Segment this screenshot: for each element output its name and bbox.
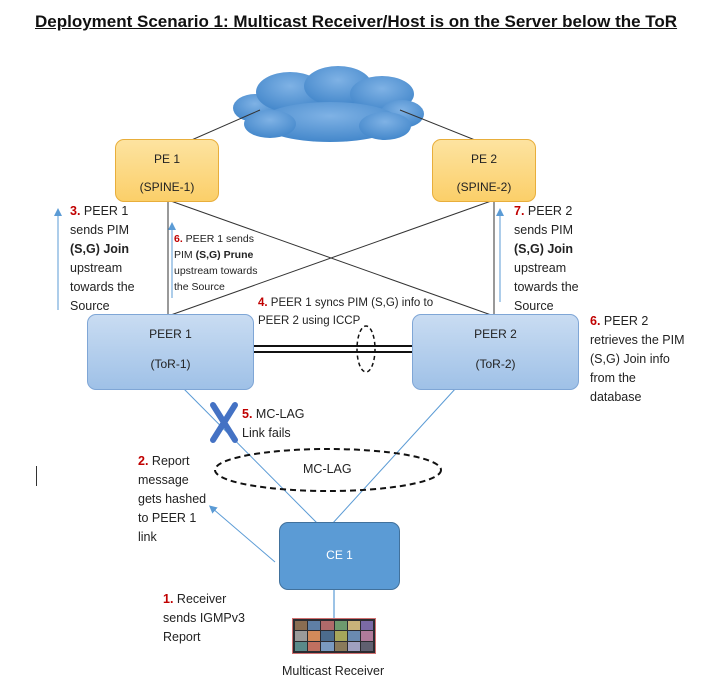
- mclag-label: MC-LAG: [303, 462, 352, 476]
- step6a-text-a: PEER 1 sends: [182, 233, 254, 245]
- node-peer1-role: (ToR-1): [150, 357, 191, 371]
- step7-text-f: Source: [514, 299, 554, 313]
- node-pe1-name: PE 1: [153, 152, 180, 166]
- step6b-note: 6. PEER 2 retrieves the PIM (S,G) Join i…: [590, 312, 684, 407]
- node-peer2: PEER 2 (ToR-2): [412, 314, 579, 390]
- step7-text-d: upstream: [514, 261, 567, 275]
- node-peer2-name: PEER 2: [474, 327, 517, 341]
- step2-text-b: message: [138, 473, 189, 487]
- step4-note: 4. PEER 1 syncs PIM (S,G) info to PEER 2…: [258, 294, 433, 330]
- step5-text-a: MC-LAG: [252, 407, 305, 421]
- text-cursor: [36, 466, 37, 486]
- step6a-text-b: PIM: [174, 249, 196, 261]
- mclag-link-peer2: [331, 387, 457, 525]
- step2-note: 2. Report message gets hashed to PEER 1 …: [138, 452, 206, 547]
- step4-text-b: PEER 2 using ICCP: [258, 315, 361, 327]
- step3-note: 3. PEER 1 sends PIM (S,G) Join upstream …: [70, 202, 135, 316]
- step3-text-c: (S,G) Join: [70, 242, 130, 256]
- step3-text-b: sends PIM: [70, 223, 130, 237]
- step7-note: 7. PEER 2 sends PIM (S,G) Join upstream …: [514, 202, 579, 316]
- step6b-text-b: retrieves the PIM: [590, 333, 685, 347]
- node-pe2: PE 2 (SPINE-2): [432, 139, 536, 202]
- step7-text-b: sends PIM: [514, 223, 574, 237]
- step1-text-a: Receiver: [173, 592, 227, 606]
- node-ce1: CE 1: [279, 522, 400, 590]
- link-pe2-cloud: [399, 109, 481, 143]
- diagram-title: Deployment Scenario 1: Multicast Receive…: [35, 12, 678, 31]
- step5-text-b: Link fails: [242, 426, 291, 440]
- step3-text-a: PEER 1: [80, 204, 129, 218]
- node-peer1: PEER 1 (ToR-1): [87, 314, 254, 390]
- mclag-link-peer1: [182, 387, 319, 525]
- step6a-text-c: upstream towards: [174, 265, 258, 277]
- step3-number: 3.: [70, 204, 81, 218]
- step1-text-c: Report: [163, 630, 201, 644]
- step4-text-a: PEER 1 syncs PIM (S,G) info to: [267, 297, 434, 309]
- link-pe2-peer1: [167, 199, 495, 317]
- node-peer2-role: (ToR-2): [475, 357, 516, 371]
- multicast-receiver-label: Multicast Receiver: [282, 664, 385, 678]
- network-cloud: [233, 66, 424, 142]
- step3-text-e: towards the: [70, 280, 135, 294]
- step5-number: 5.: [242, 407, 253, 421]
- step2-text-a: Report: [148, 454, 190, 468]
- node-peer1-name: PEER 1: [149, 327, 192, 341]
- step6a-text-d: the Source: [174, 281, 225, 293]
- step6b-text-e: database: [590, 390, 642, 404]
- step1-note: 1. Receiver sends IGMPv3 Report: [163, 590, 245, 647]
- multicast-receiver-image: [292, 618, 376, 654]
- step6b-text-a: PEER 2: [600, 314, 649, 328]
- node-pe2-name: PE 2: [470, 152, 497, 166]
- step3-text-f: Source: [70, 299, 110, 313]
- step2-text-e: link: [138, 530, 157, 544]
- step6a-note: 6. PEER 1 sends PIM (S,G) Prune upstream…: [174, 231, 257, 295]
- step7-text-e: towards the: [514, 280, 579, 294]
- node-pe1-role: (SPINE-1): [139, 180, 195, 194]
- step1-number: 1.: [163, 592, 174, 606]
- step4-number: 4.: [258, 297, 268, 309]
- step5-note: 5. MC-LAG Link fails: [242, 405, 305, 443]
- step2-text-d: to PEER 1: [138, 511, 197, 525]
- step2-text-c: gets hashed: [138, 492, 207, 506]
- step3-text-d: upstream: [70, 261, 123, 275]
- node-ce1-name: CE 1: [326, 548, 353, 562]
- link-pe1-cloud: [186, 109, 261, 143]
- step6a-text-b-bold: (S,G) Prune: [195, 249, 254, 261]
- step1-text-b: sends IGMPv3: [163, 611, 245, 625]
- step6b-text-d: from the: [590, 371, 636, 385]
- node-pe2-role: (SPINE-2): [456, 180, 512, 194]
- node-pe1: PE 1 (SPINE-1): [115, 139, 219, 202]
- arrow-step2-report: [208, 505, 276, 563]
- step6b-number: 6.: [590, 314, 601, 328]
- step6a-number: 6.: [174, 233, 183, 245]
- step7-text-a: PEER 2: [524, 204, 573, 218]
- mclag-dashed-ellipse: [214, 448, 442, 492]
- step2-number: 2.: [138, 454, 149, 468]
- step7-text-c: (S,G) Join: [514, 242, 574, 256]
- step6b-text-c: (S,G) Join info: [590, 352, 670, 366]
- iccp-dashed-ellipse: [356, 325, 376, 373]
- step7-number: 7.: [514, 204, 525, 218]
- link-fail-x-icon: [210, 402, 238, 443]
